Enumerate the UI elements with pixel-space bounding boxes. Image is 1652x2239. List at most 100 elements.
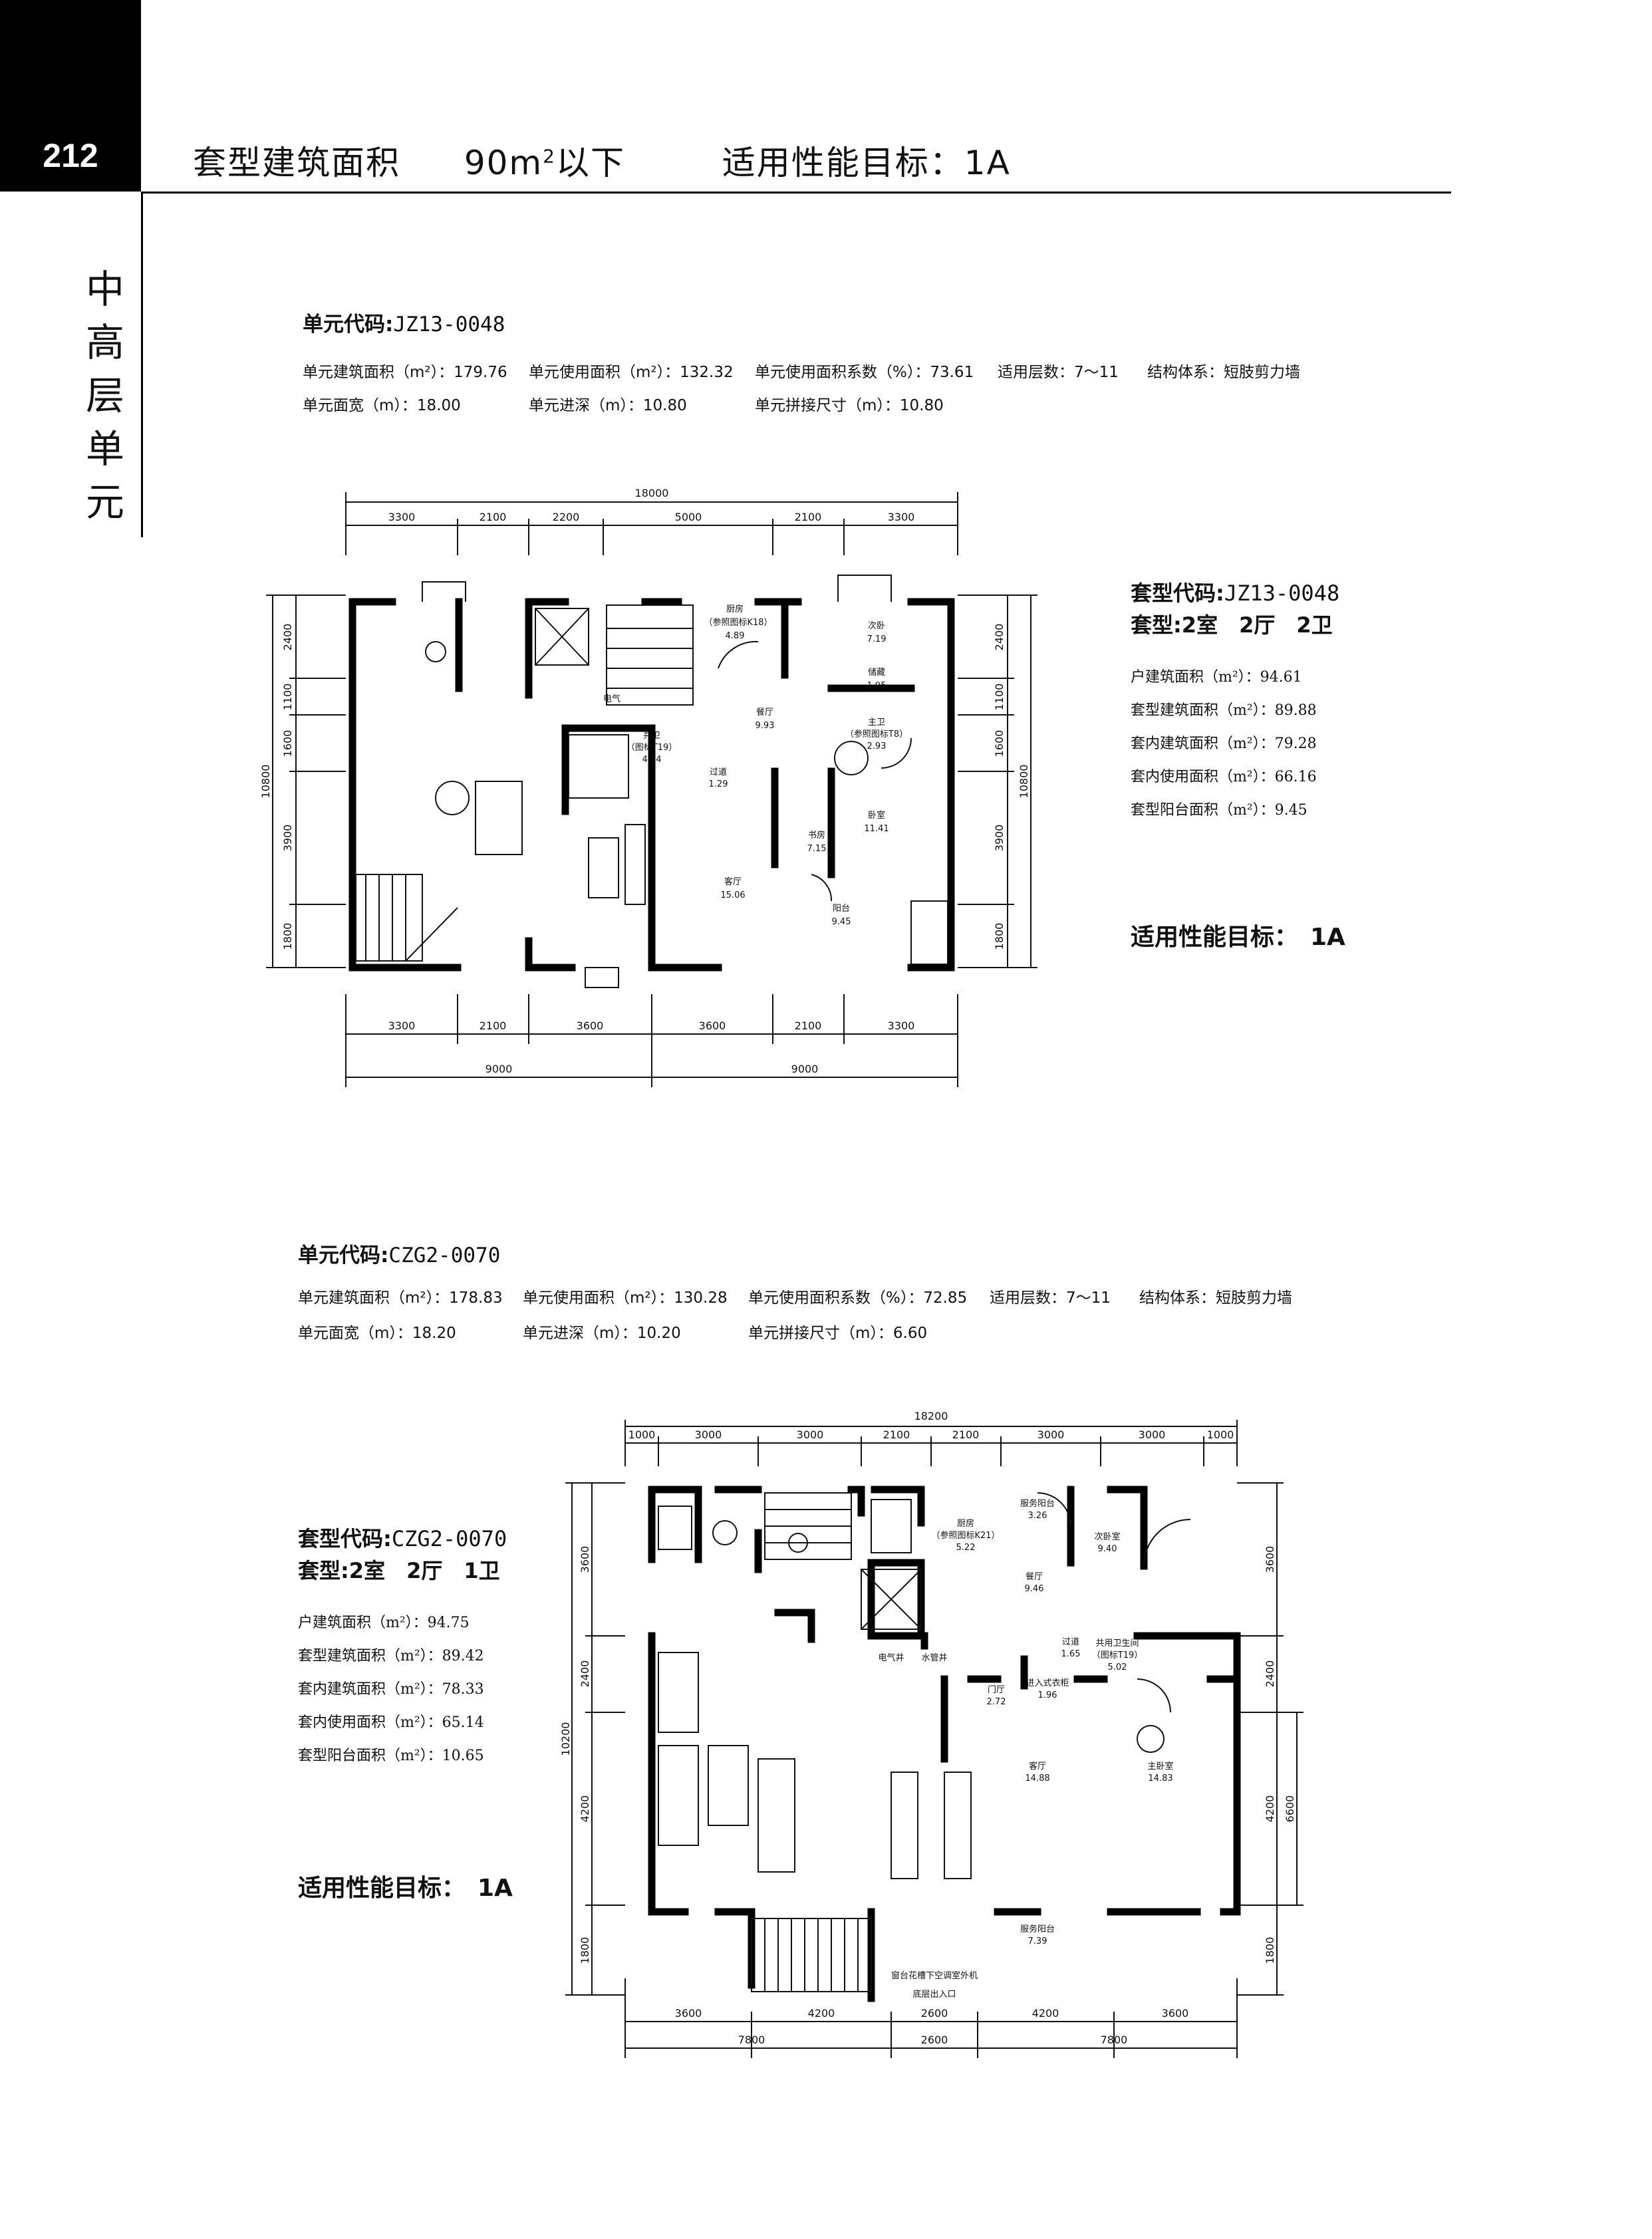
svg-text:共用卫生间: 共用卫生间 — [1095, 1639, 1139, 1648]
svg-text:卧室: 卧室 — [868, 810, 885, 821]
svg-text:主卧室: 主卧室 — [1147, 1761, 1173, 1772]
svg-text:1000: 1000 — [628, 1428, 656, 1441]
svg-text:7.39: 7.39 — [1028, 1936, 1047, 1946]
svg-text:9000: 9000 — [485, 1063, 513, 1075]
unit2-floor-plan: 18200 1000 3000 3000 2100 2100 3000 3000… — [559, 1410, 1304, 2058]
svg-text:2600: 2600 — [921, 2007, 948, 2020]
page-number-tab: 212 — [0, 0, 141, 192]
svg-text:1000: 1000 — [1207, 1428, 1234, 1441]
svg-text:客厅: 客厅 — [1029, 1761, 1046, 1772]
svg-text:10200: 10200 — [559, 1722, 572, 1756]
unit1-floor-plan: 18000 3300 2100 2200 5000 2100 3300 3300… — [259, 487, 1037, 1087]
svg-text:过道: 过道 — [1062, 1637, 1079, 1647]
svg-text:15.06: 15.06 — [720, 890, 745, 900]
svg-text:3600: 3600 — [699, 1019, 726, 1032]
header-target: 适用性能目标：1A — [722, 144, 1011, 182]
svg-text:1100: 1100 — [993, 684, 1006, 711]
svg-text:4200: 4200 — [579, 1795, 591, 1823]
svg-text:（参照图标K21）: （参照图标K21） — [931, 1530, 1000, 1541]
svg-text:1.29: 1.29 — [709, 779, 728, 789]
svg-text:3000: 3000 — [1037, 1428, 1065, 1441]
svg-text:餐厅: 餐厅 — [756, 707, 773, 718]
svg-text:书房: 书房 — [808, 830, 825, 841]
svg-text:（图标T19）: （图标T19） — [1092, 1650, 1143, 1660]
svg-text:1800: 1800 — [1264, 1937, 1276, 1964]
svg-text:客厅: 客厅 — [724, 876, 742, 887]
svg-text:厨房: 厨房 — [957, 1518, 974, 1529]
unit2-suite-info: 套型代码:CZG2-0070 套型:2室 2厅 1卫 户建筑面积（m²）：94.… — [298, 1526, 507, 1764]
svg-text:（图标T19）: （图标T19） — [626, 743, 677, 753]
svg-text:共卫: 共卫 — [643, 731, 660, 741]
svg-text:服务阳台: 服务阳台 — [1020, 1924, 1055, 1934]
unit1-performance: 适用性能目标： 1A — [1131, 924, 1345, 951]
svg-text:2100: 2100 — [795, 1019, 822, 1032]
svg-text:3900: 3900 — [993, 825, 1006, 852]
svg-text:1.96: 1.96 — [1038, 1690, 1057, 1700]
svg-text:3000: 3000 — [695, 1428, 722, 1441]
svg-text:4200: 4200 — [808, 2007, 835, 2020]
svg-text:5000: 5000 — [675, 511, 702, 523]
side-rule — [141, 192, 143, 537]
svg-text:4.34: 4.34 — [642, 755, 662, 765]
svg-text:过道: 过道 — [710, 767, 727, 777]
svg-text:服务阳台: 服务阳台 — [1020, 1498, 1055, 1509]
svg-text:1800: 1800 — [281, 923, 294, 950]
svg-text:厨房: 厨房 — [726, 604, 744, 614]
svg-text:5.02: 5.02 — [1108, 1662, 1127, 1672]
svg-text:3600: 3600 — [1264, 1546, 1276, 1573]
u1-dim-total: 18000 — [635, 487, 669, 499]
svg-text:5.22: 5.22 — [956, 1543, 976, 1553]
header-rule — [141, 192, 1451, 194]
svg-text:电气井: 电气井 — [878, 1652, 904, 1663]
svg-text:3900: 3900 — [281, 825, 294, 852]
svg-text:2400: 2400 — [579, 1660, 591, 1688]
svg-text:1800: 1800 — [579, 1937, 591, 1964]
svg-text:1.95: 1.95 — [867, 681, 887, 691]
svg-text:3300: 3300 — [388, 1019, 416, 1032]
header-prefix: 套型建筑面积 — [193, 144, 400, 182]
svg-text:2100: 2100 — [480, 511, 507, 523]
svg-text:主卫: 主卫 — [868, 718, 885, 727]
svg-text:2400: 2400 — [993, 624, 1006, 651]
svg-text:1800: 1800 — [993, 923, 1006, 950]
svg-text:9.45: 9.45 — [832, 917, 851, 927]
svg-text:3600: 3600 — [675, 2007, 702, 2020]
svg-text:3300: 3300 — [888, 511, 915, 523]
u2-dim-total: 18200 — [914, 1410, 948, 1422]
svg-text:3600: 3600 — [579, 1546, 591, 1573]
svg-text:进入式衣柜: 进入式衣柜 — [1026, 1678, 1069, 1688]
svg-text:1100: 1100 — [281, 684, 294, 711]
svg-text:1.65: 1.65 — [1061, 1649, 1081, 1659]
svg-text:餐厅: 餐厅 — [1026, 1571, 1043, 1582]
svg-text:水管井: 水管井 — [921, 1653, 947, 1663]
svg-text:2100: 2100 — [952, 1428, 980, 1441]
svg-text:储藏: 储藏 — [868, 668, 885, 678]
svg-text:1600: 1600 — [993, 730, 1006, 757]
svg-text:3000: 3000 — [797, 1428, 824, 1441]
svg-text:7800: 7800 — [1101, 2034, 1128, 2046]
svg-text:14.88: 14.88 — [1025, 1774, 1049, 1783]
unit1-code: 单元代码:JZ13-0048 — [303, 313, 505, 336]
svg-text:2400: 2400 — [1264, 1660, 1276, 1688]
svg-text:2600: 2600 — [921, 2034, 948, 2046]
svg-text:次卧室: 次卧室 — [1094, 1531, 1120, 1542]
svg-text:3600: 3600 — [1162, 2007, 1189, 2020]
svg-text:6600: 6600 — [1284, 1795, 1296, 1823]
svg-text:（参照图标K18）: （参照图标K18） — [704, 617, 772, 628]
svg-text:4.89: 4.89 — [726, 631, 745, 641]
svg-text:4200: 4200 — [1264, 1795, 1276, 1823]
side-category-label: 中 高 层 单 元 — [85, 267, 124, 525]
svg-text:窗台花槽下空调室外机: 窗台花槽下空调室外机 — [891, 1970, 978, 1981]
svg-text:3300: 3300 — [888, 1019, 915, 1032]
svg-text:9.93: 9.93 — [756, 721, 775, 731]
unit1-suite-info: 套型代码:JZ13-0048 套型:2室 2厅 2卫 户建筑面积（m²）：94.… — [1131, 581, 1340, 819]
unit2-performance: 适用性能目标： 1A — [298, 1875, 513, 1902]
svg-text:（参照图标T8）: （参照图标T8） — [845, 729, 908, 739]
svg-text:2100: 2100 — [883, 1428, 910, 1441]
svg-text:2.93: 2.93 — [867, 741, 887, 751]
svg-text:9.40: 9.40 — [1098, 1544, 1117, 1554]
svg-text:4200: 4200 — [1032, 2007, 1059, 2020]
svg-text:7.19: 7.19 — [867, 634, 887, 644]
svg-text:阳台: 阳台 — [833, 904, 850, 914]
svg-text:2400: 2400 — [281, 624, 294, 651]
